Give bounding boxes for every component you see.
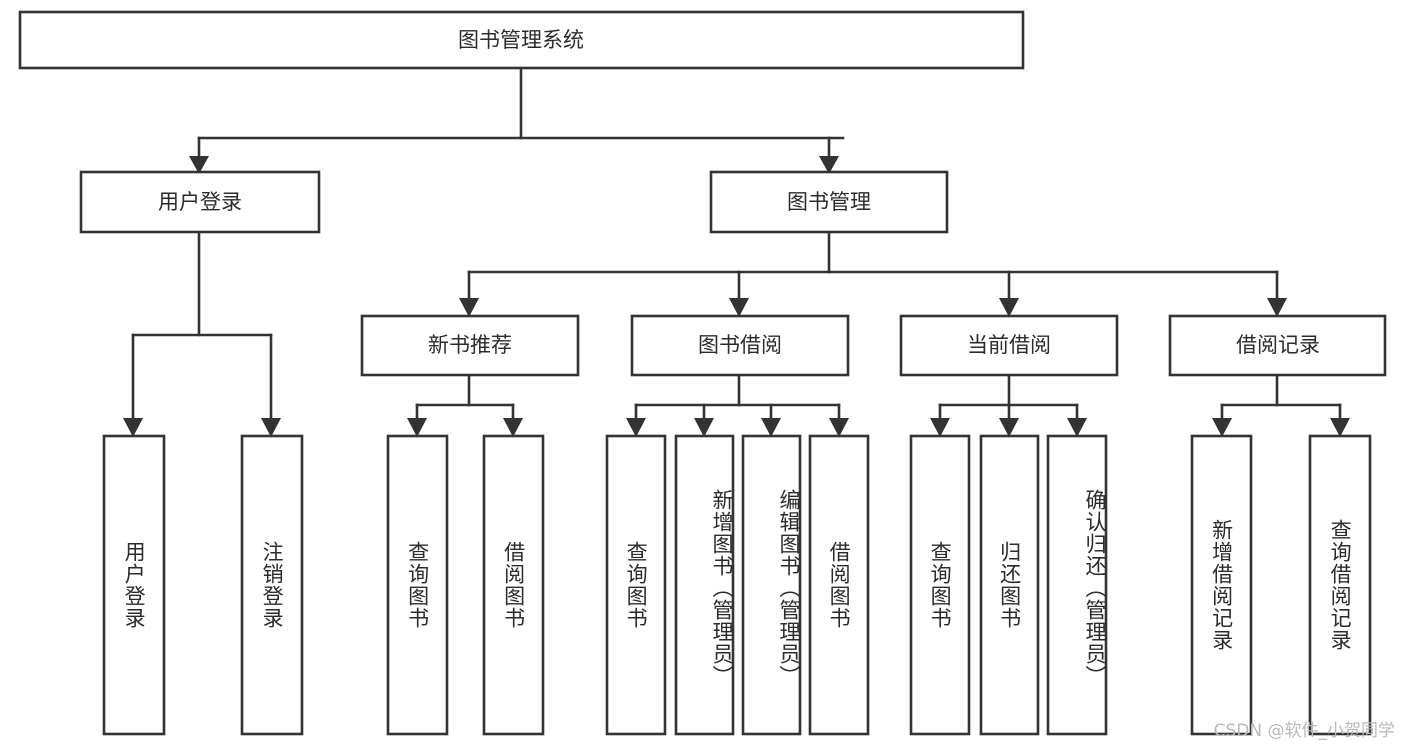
arrowhead-leaf-user-login [123,418,143,437]
node-borrow-record-label: 借阅记录 [1236,333,1320,357]
node-book-manage[interactable]: 图书管理 [709,170,949,234]
arrowhead-book-borrow [729,298,749,317]
connector-borrow-record-to-leaves [1212,373,1350,437]
arrowhead-leaf-edit-book [761,418,781,437]
arrowhead-user-login [189,156,209,174]
connector-book-manage-to-level3 [459,230,1287,317]
leaf-return-book-box[interactable] [979,434,1040,736]
node-new-book-recommend-label: 新书推荐 [428,333,512,357]
leaf-query-record-box[interactable] [1308,434,1372,736]
leaf-user-login-box[interactable] [102,434,166,736]
leaf-add-record-box[interactable] [1190,434,1253,736]
node-current-borrow-box[interactable] [899,314,1119,377]
leaf-add-book-box[interactable] [674,434,735,736]
node-book-manage-box[interactable] [709,170,949,234]
node-book-borrow-box[interactable] [630,314,850,377]
node-book-borrow-label: 图书借阅 [698,333,782,357]
node-user-login[interactable]: 用户登录 [79,170,321,234]
arrowhead-new-book-recommend [459,298,479,317]
node-new-book-recommend[interactable]: 新书推荐 [360,314,580,377]
arrowhead-leaf-logout-login [261,418,281,437]
leaf-edit-book-box[interactable] [741,434,802,736]
node-root[interactable]: 图书管理系统 [18,10,1025,70]
arrowhead-leaf-return-book [999,418,1019,437]
arrowhead-leaf-confirm-return [1067,418,1087,437]
leaf-borrow-book-2-box[interactable] [808,434,870,736]
leaf-query-book-3-box[interactable] [909,434,971,736]
arrowhead-leaf-query-book-1 [407,418,427,437]
node-current-borrow-label: 当前借阅 [967,333,1051,357]
connector-new-book-recommend-to-leaves [407,373,523,437]
arrowhead-current-borrow [999,298,1019,317]
connector-book-borrow-to-leaves [626,373,849,437]
arrowhead-leaf-query-book-2 [626,418,646,437]
connector-current-borrow-to-leaves [930,373,1087,437]
node-root-box[interactable] [18,10,1025,70]
leaf-boxes [102,434,1372,736]
node-current-borrow[interactable]: 当前借阅 [899,314,1119,377]
connector-root-to-level2 [189,66,845,174]
node-root-label: 图书管理系统 [458,28,584,52]
arrowhead-book-manage [819,156,839,174]
leaf-query-book-1-box[interactable] [386,434,449,736]
arrowhead-leaf-borrow-book-1 [503,418,523,437]
arrowhead-leaf-add-book [694,418,714,437]
node-book-borrow[interactable]: 图书借阅 [630,314,850,377]
arrowhead-leaf-query-record [1330,418,1350,437]
node-user-login-box[interactable] [79,170,321,234]
node-book-manage-label: 图书管理 [787,190,871,214]
arrowhead-leaf-borrow-book-2 [829,418,849,437]
arrowhead-leaf-add-record [1212,418,1232,437]
leaf-logout-login-box[interactable] [240,434,304,736]
leaf-borrow-book-1-box[interactable] [482,434,545,736]
node-user-login-label: 用户登录 [158,190,242,214]
leaf-confirm-return-box[interactable] [1046,434,1108,736]
arrowhead-leaf-query-book-3 [930,418,950,437]
node-borrow-record-box[interactable] [1168,314,1387,377]
node-borrow-record[interactable]: 借阅记录 [1168,314,1387,377]
watermark-text: CSDN @软件_小贺同学 [1213,721,1395,741]
leaf-query-book-2-box[interactable] [605,434,667,736]
connector-user-login-to-leaves [123,230,281,437]
arrowhead-borrow-record [1267,298,1287,317]
node-new-book-recommend-box[interactable] [360,314,580,377]
